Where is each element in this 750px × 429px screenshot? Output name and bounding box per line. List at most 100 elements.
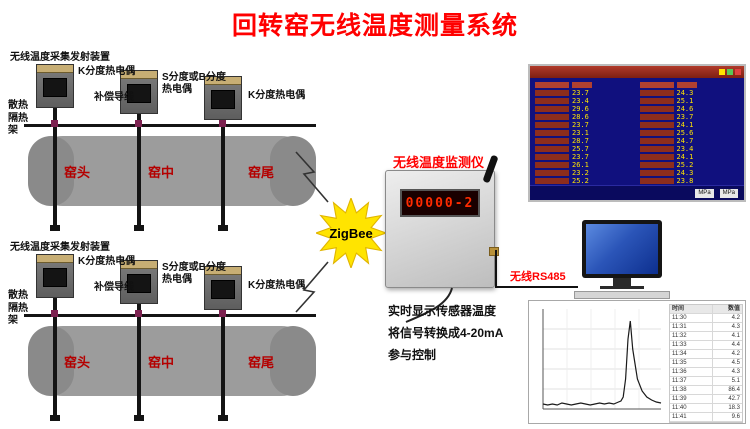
software-reading-row: 23.7 bbox=[535, 89, 635, 97]
keyboard bbox=[574, 291, 670, 299]
temperature-value: 23.8 bbox=[676, 177, 694, 185]
temperature-value: 23.7 bbox=[572, 89, 589, 97]
software-reading-row: 23.7 bbox=[639, 113, 740, 121]
software-reading-row: 23.1 bbox=[535, 129, 635, 137]
software-reading-row: 24.1 bbox=[639, 121, 740, 129]
thermocouple-post bbox=[137, 114, 141, 226]
cylinder-end-left bbox=[28, 326, 74, 396]
sensor-transmitter-2 bbox=[120, 260, 158, 304]
channel-chip bbox=[639, 106, 674, 112]
sensor-transmitter-1 bbox=[36, 64, 74, 108]
kiln-position-head: 窑头 bbox=[64, 355, 91, 370]
thermocouple-k2-label: K分度热电偶 bbox=[248, 90, 306, 101]
wire-connector bbox=[51, 120, 58, 127]
lightning-icon bbox=[295, 261, 329, 313]
rack-line bbox=[24, 314, 316, 317]
sensor-screen bbox=[127, 84, 151, 103]
rs485-wire-horizontal bbox=[496, 286, 578, 288]
thermocouple-sb-label: S分度或B分度 热电偶 bbox=[162, 262, 226, 285]
collector-device-label: 无线温度采集发射装置 bbox=[10, 52, 110, 63]
software-titlebar bbox=[530, 66, 744, 78]
software-reading-row: 25.2 bbox=[535, 177, 635, 185]
channel-chip bbox=[535, 170, 569, 176]
temperature-value: 25.6 bbox=[676, 129, 694, 137]
channel-chip bbox=[639, 130, 674, 136]
collector-device-label: 无线温度采集发射装置 bbox=[10, 242, 110, 253]
channel-chip bbox=[535, 154, 569, 160]
software-reading-row: 24.3 bbox=[639, 169, 740, 177]
temperature-value: 25.2 bbox=[676, 161, 694, 169]
wireless-monitor-device: 00000-2 bbox=[385, 154, 499, 288]
software-reading-row: 25.6 bbox=[639, 129, 740, 137]
channel-chip bbox=[535, 130, 569, 136]
channel-chip bbox=[639, 154, 674, 160]
software-reading-row: 25.1 bbox=[639, 97, 740, 105]
support-foot bbox=[50, 225, 60, 231]
starburst-icon bbox=[316, 198, 386, 268]
sensor-screen bbox=[43, 268, 67, 287]
sensor-screen bbox=[127, 274, 151, 293]
cylinder-end-right bbox=[270, 326, 316, 396]
wire-connector bbox=[219, 120, 226, 127]
zigbee-star: ZigBee bbox=[316, 198, 386, 268]
software-reading-row: 23.7 bbox=[535, 121, 635, 129]
compensation-wire-label: 补偿导线 bbox=[94, 92, 134, 103]
rack-line bbox=[24, 124, 316, 127]
cylinder-end-left bbox=[28, 136, 74, 206]
sensor-cap bbox=[37, 255, 73, 263]
temperature-value: 25.1 bbox=[676, 97, 694, 105]
software-reading-row: 25.2 bbox=[639, 161, 740, 169]
thermocouple-post bbox=[53, 298, 57, 416]
channel-chip bbox=[639, 178, 674, 184]
page-title: 回转窑无线温度测量系统 bbox=[231, 12, 518, 40]
sensor-cap bbox=[121, 71, 157, 79]
channel-chip bbox=[535, 178, 569, 184]
channel-chip bbox=[639, 122, 674, 128]
unit-cell: MPa bbox=[695, 188, 714, 198]
wire-connector bbox=[51, 310, 58, 317]
support-foot bbox=[218, 415, 228, 421]
rs485-link-label: 无线RS485 bbox=[510, 271, 566, 283]
sensor-cap bbox=[121, 261, 157, 269]
column-header-chip bbox=[572, 82, 592, 88]
wire-connector bbox=[135, 310, 142, 317]
software-reading-row: 24.7 bbox=[639, 137, 740, 145]
temperature-value: 23.4 bbox=[676, 145, 694, 153]
monitor-device-title: 无线温度监测仪 bbox=[393, 155, 485, 170]
kiln-group-bottom: 无线温度采集发射装置 散热隔热架 窑头 窑中 窑尾 bbox=[8, 238, 340, 429]
thermocouple-post bbox=[221, 120, 225, 226]
window-maximize-icon bbox=[727, 69, 733, 75]
sensor-transmitter-3 bbox=[204, 266, 242, 310]
software-statusbar: MPa MPa bbox=[530, 185, 744, 200]
sensor-transmitter-3 bbox=[204, 76, 242, 120]
channel-chip bbox=[639, 114, 674, 120]
note-control: 参与控制 bbox=[388, 348, 437, 363]
sensor-screen bbox=[43, 78, 67, 97]
temperature-value: 24.1 bbox=[676, 121, 694, 129]
temperature-value: 26.1 bbox=[572, 161, 589, 169]
channel-chip bbox=[639, 98, 674, 104]
trend-table-header: 时间数值 bbox=[670, 305, 742, 314]
temperature-value: 25.2 bbox=[572, 177, 589, 185]
temperature-value: 29.6 bbox=[572, 105, 589, 113]
sensor-screen bbox=[211, 90, 235, 109]
software-reading-row: 23.8 bbox=[639, 177, 740, 185]
channel-chip bbox=[639, 162, 674, 168]
device-notes: 实时显示传感器温度 将信号转换成4-20mA 参与控制 bbox=[388, 300, 503, 367]
channel-chip bbox=[535, 98, 569, 104]
sensor-cap bbox=[205, 77, 241, 85]
channel-chip bbox=[535, 106, 569, 112]
sensor-transmitter-1 bbox=[36, 254, 74, 298]
column-header-chip bbox=[639, 82, 674, 88]
sensor-transmitter-2 bbox=[120, 70, 158, 114]
support-foot bbox=[134, 415, 144, 421]
